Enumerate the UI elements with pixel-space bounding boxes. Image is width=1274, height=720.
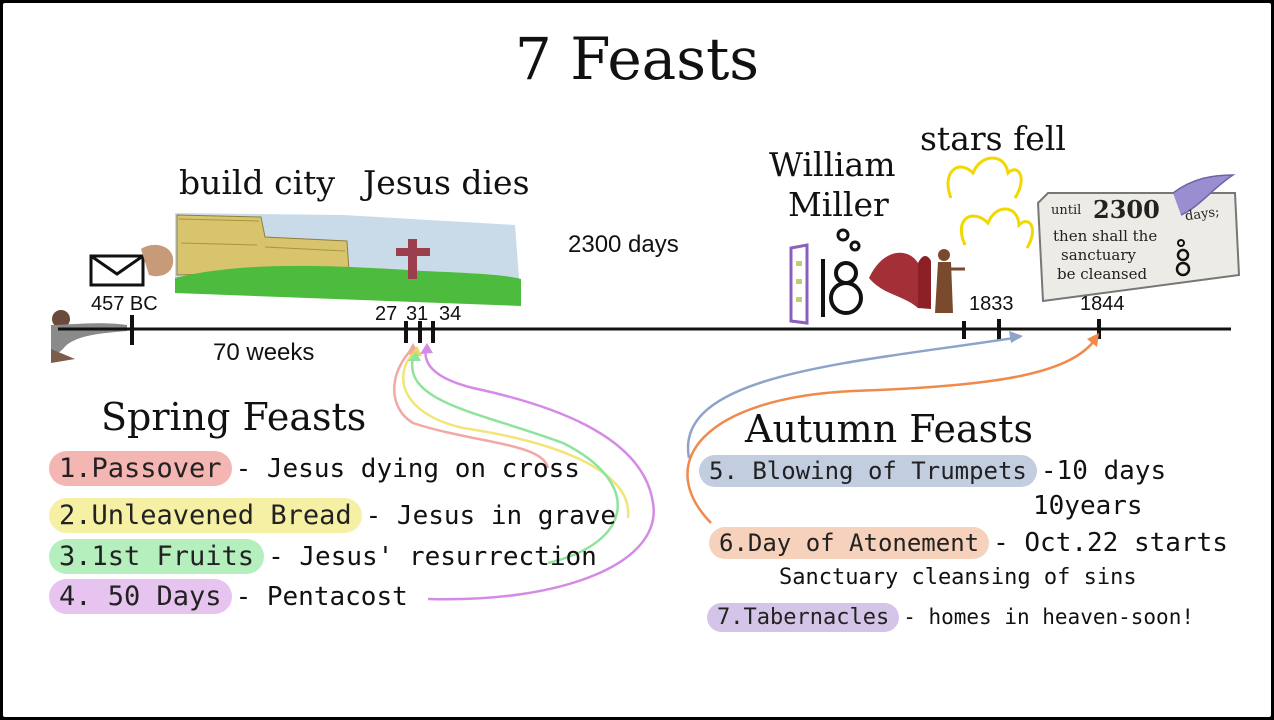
scroll-line1: then shall the — [1053, 227, 1158, 245]
open-book-heart-icon — [869, 252, 931, 309]
scroll-2300: 2300 — [1093, 195, 1160, 224]
feast-name-first-fruits: 3.1st Fruits — [49, 539, 265, 574]
envelope-icon — [89, 254, 145, 287]
passover-arrow — [393, 347, 550, 469]
chart-1818-bookmark-icon — [789, 243, 809, 325]
number-18-drawing — [821, 228, 863, 317]
scroll-line2: sanctuary — [1061, 246, 1136, 264]
feast-name-trumpets: 5. Blowing of Trumpets — [699, 455, 1037, 487]
spring-arrowheads — [406, 343, 433, 361]
spring-item-unleavened: 2.Unleavened Bread - Jesus in grave — [49, 498, 616, 533]
timeline-graphics — [51, 156, 1241, 601]
scroll-until: until — [1051, 203, 1082, 218]
autumn-feasts-heading: Autumn Feasts — [745, 407, 1033, 451]
feast-desc-trumpets: -10 days — [1040, 456, 1167, 486]
spring-item-fifty-days: 4. 50 Days - Pentacost — [49, 579, 408, 614]
feast-desc-unleavened: - Jesus in grave — [365, 501, 617, 531]
spring-item-passover: 1.Passover - Jesus dying on cross — [49, 451, 580, 486]
feast-name-passover: 1.Passover — [49, 451, 232, 486]
fifty-days-arrow — [424, 347, 655, 601]
tick-label-34: 34 — [439, 303, 462, 325]
feast-name-tabernacles: 7.Tabernacles — [707, 603, 900, 632]
autumn-feast-arrows — [686, 335, 1099, 524]
label-build-city: build city — [179, 163, 336, 202]
cross-icon — [396, 239, 430, 279]
tick-label-1833: 1833 — [969, 293, 1014, 315]
atonement-arrow — [686, 336, 1099, 524]
label-jesus-dies: Jesus dies — [363, 163, 530, 202]
autumn-item-trumpets: 5. Blowing of Trumpets -10 days — [699, 455, 1166, 487]
scroll-line3: be cleansed — [1057, 265, 1148, 283]
autumn-item-tabernacles: 7.Tabernacles - homes in heaven-soon! — [707, 603, 1194, 632]
feast-desc-atonement: - Oct.22 starts — [993, 528, 1228, 558]
slide-title: 7 Feasts — [514, 25, 760, 93]
label-william: William — [769, 145, 896, 184]
preacher-icon — [935, 249, 965, 313]
tick-label-27: 27 — [375, 303, 398, 325]
label-miller: Miller — [788, 185, 889, 224]
spring-feast-arrows — [393, 347, 655, 601]
label-stars-fell: stars fell — [920, 119, 1066, 158]
autumn-item-atonement: 6.Day of Atonement - Oct.22 starts — [709, 527, 1228, 559]
feast-name-unleavened: 2.Unleavened Bread — [49, 498, 362, 533]
feast-desc-first-fruits: - Jesus' resurrection — [268, 542, 597, 572]
spring-item-first-fruits: 3.1st Fruits - Jesus' resurrection — [49, 539, 597, 574]
feast-name-fifty-days: 4. 50 Days — [49, 579, 232, 614]
feast-desc2-trumpets: 10years — [1033, 491, 1143, 521]
feast-desc-tabernacles: - homes in heaven-soon! — [903, 605, 1194, 629]
tick-label-1844: 1844 — [1080, 293, 1125, 315]
falling-stars-icon — [946, 156, 1034, 249]
spring-feasts-heading: Spring Feasts — [101, 395, 367, 439]
fruits-arrow — [410, 357, 619, 565]
feast-name-atonement: 6.Day of Atonement — [709, 527, 990, 559]
feast-desc2-atonement: Sanctuary cleansing of sins — [779, 565, 1137, 590]
tick-label-457bc: 457 BC — [91, 293, 158, 315]
feast-desc-fifty-days: - Pentacost — [235, 582, 408, 612]
scroll-parchment — [1036, 174, 1241, 303]
hand-icon — [141, 244, 174, 277]
feast-desc-passover: - Jesus dying on cross — [235, 454, 580, 484]
autumn-arrowheads — [1009, 331, 1099, 347]
city-landscape-illustration — [175, 213, 521, 306]
trumpets-arrow — [686, 335, 1021, 459]
tick-label-31: 31 — [406, 303, 429, 325]
label-70-weeks: 70 weeks — [213, 339, 315, 366]
label-2300-days: 2300 days — [568, 231, 679, 258]
unleavened-arrow — [401, 350, 630, 519]
slide: 7 Feasts — [3, 3, 1271, 717]
timeline-ticks — [130, 315, 1101, 345]
kneeling-person-icon — [51, 310, 127, 363]
